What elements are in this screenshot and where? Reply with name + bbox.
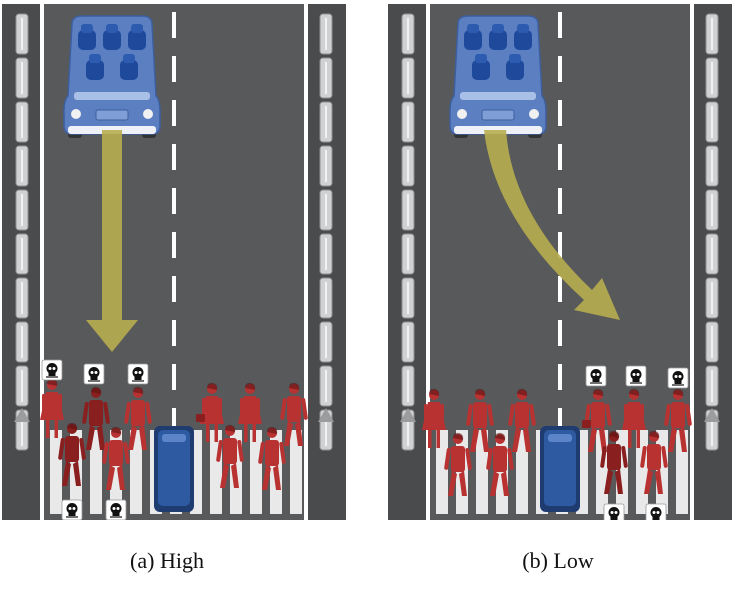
road-barrier-block: [154, 426, 194, 512]
scenario-illustration-high: [2, 4, 346, 520]
roadside-barrier: [14, 13, 30, 451]
pedestrian-icon: [600, 430, 628, 494]
crosswalk-stripe: [50, 430, 62, 514]
pedestrian-icon: [40, 378, 64, 438]
path-arrow-icon: [484, 130, 620, 320]
panel-high: [2, 4, 346, 520]
skull-icon: [667, 367, 689, 389]
panel-low: [388, 4, 732, 520]
crosswalk-stripe: [516, 430, 528, 514]
roadside-barrier: [704, 13, 720, 451]
pedestrian-icon: [582, 388, 612, 452]
scenario-illustration-low: [388, 4, 732, 520]
center-dash: [172, 100, 176, 126]
pedestrian-icon: [124, 386, 152, 450]
center-dash: [172, 364, 176, 390]
center-dash: [172, 276, 176, 302]
autonomous-car-icon: [449, 15, 547, 138]
skull-icon: [127, 363, 149, 385]
pedestrian-icon: [466, 388, 494, 452]
center-dash: [558, 320, 562, 346]
autonomous-car-icon: [63, 15, 161, 138]
pedestrian-icon: [486, 432, 514, 496]
crosswalk-stripe: [130, 430, 142, 514]
roadside-barrier: [400, 13, 416, 451]
center-dash: [172, 320, 176, 346]
pedestrian-icon: [238, 382, 262, 442]
center-dash: [558, 276, 562, 302]
center-dash: [172, 144, 176, 170]
center-dash: [172, 56, 176, 82]
center-dash: [172, 12, 176, 38]
pedestrian-icon: [422, 388, 446, 448]
skull-icon: [105, 499, 127, 520]
road-barrier-block: [540, 426, 580, 512]
caption-low: (b) Low: [522, 548, 594, 573]
skull-icon: [585, 365, 607, 387]
center-dash: [172, 408, 176, 434]
center-dash: [172, 232, 176, 258]
pedestrian-icon: [640, 430, 668, 494]
roadside-barrier: [318, 13, 334, 451]
skull-icon: [625, 365, 647, 387]
center-dash: [558, 144, 562, 170]
crosswalk-stripe: [290, 430, 302, 514]
pedestrian-icon: [508, 388, 536, 452]
crosswalk-stripe: [436, 430, 448, 514]
skull-icon: [41, 359, 63, 381]
center-dash: [558, 188, 562, 214]
pedestrian-icon: [444, 432, 472, 496]
center-dash: [558, 364, 562, 390]
center-dash: [558, 232, 562, 258]
center-dash: [558, 408, 562, 434]
crosswalk-stripe: [90, 430, 102, 514]
pedestrian-icon: [258, 426, 286, 490]
center-dash: [558, 56, 562, 82]
pedestrian-icon: [216, 424, 244, 488]
pedestrian-icon: [82, 386, 110, 450]
pedestrian-icon: [622, 388, 646, 448]
pedestrian-icon: [58, 422, 86, 486]
pedestrian-icon: [102, 426, 130, 490]
pedestrian-icon: [280, 382, 308, 446]
center-dash: [558, 100, 562, 126]
pedestrian-icon: [196, 382, 224, 442]
skull-icon: [61, 499, 83, 520]
pedestrian-icon: [664, 388, 692, 452]
path-arrow-icon: [86, 130, 138, 352]
skull-icon: [603, 503, 625, 520]
center-dash: [558, 12, 562, 38]
crosswalk-stripe: [250, 430, 262, 514]
center-dash: [172, 188, 176, 214]
skull-icon: [645, 503, 667, 520]
caption-high: (a) High: [130, 548, 204, 573]
skull-icon: [83, 363, 105, 385]
